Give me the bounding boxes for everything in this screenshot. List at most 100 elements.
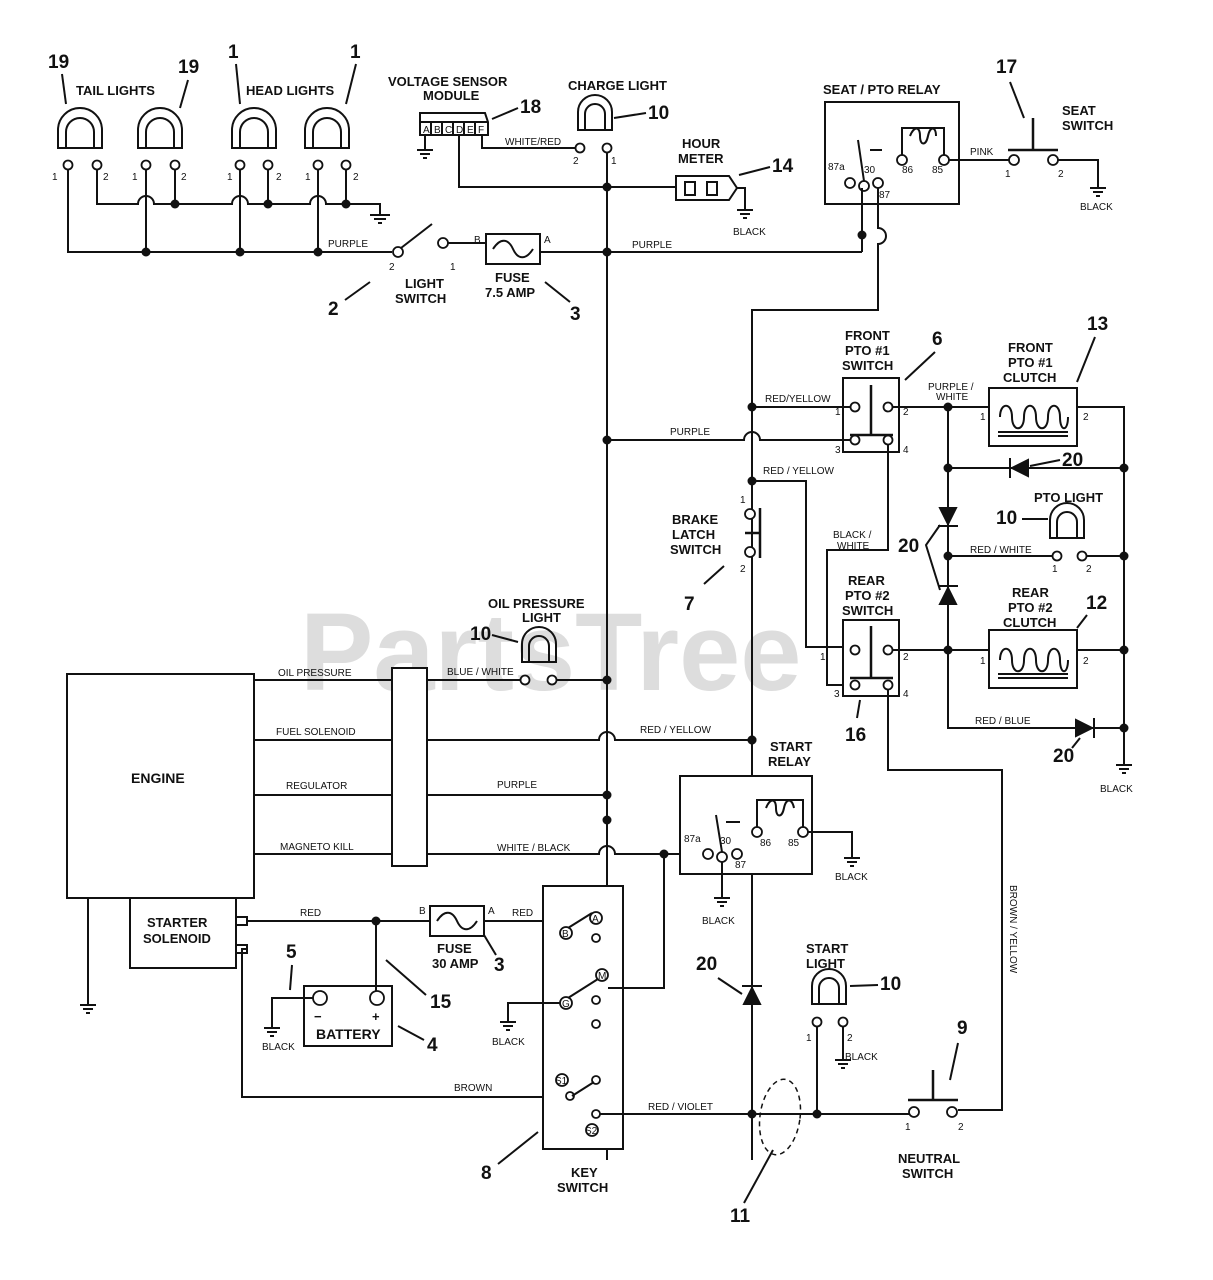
front-pto-clutch	[988, 387, 1078, 447]
fuse-term-a: A	[544, 235, 551, 246]
relay-pin: 87a	[828, 162, 845, 173]
fuse-7-5-amp	[485, 233, 541, 265]
tail-light-right	[137, 107, 183, 171]
term-num: 1	[227, 172, 233, 183]
callout-number: 19	[48, 52, 69, 73]
light-switch-label: SWITCH	[395, 291, 446, 306]
head-light-left	[231, 107, 277, 171]
tail-lights-label: TAIL LIGHTS	[76, 83, 155, 98]
relay-pin: 85	[932, 165, 944, 176]
fuse-term-b: B	[419, 906, 426, 917]
fuse-30-amp	[429, 905, 485, 937]
wire-label: BLACK /	[833, 530, 872, 541]
head-light-right	[304, 107, 352, 171]
starter-solenoid-label: SOLENOID	[143, 931, 211, 946]
callout-number: 9	[957, 1018, 968, 1039]
term-num: 1	[611, 156, 617, 167]
callout-number: 10	[470, 624, 491, 645]
relay-pin: 87	[879, 190, 891, 201]
fuse-label: 30 AMP	[432, 956, 479, 971]
rear-clutch-label: REAR	[1012, 585, 1049, 600]
pto-light	[1049, 502, 1088, 562]
term-num: 2	[903, 407, 909, 418]
fuse-label: FUSE	[495, 270, 530, 285]
term-num: 1	[980, 656, 986, 667]
term-num: 2	[1083, 412, 1089, 423]
vsm-pin: E	[467, 125, 474, 136]
term-num: 1	[1005, 169, 1011, 180]
relay-pin: 86	[902, 165, 914, 176]
oil-pressure-light	[519, 626, 558, 686]
term-num: 1	[132, 172, 138, 183]
callout-number: 2	[328, 299, 339, 320]
callout-number: 12	[1086, 593, 1107, 614]
key-terminal: A	[592, 914, 599, 925]
engine-lead-label: MAGNETO KILL	[280, 842, 354, 853]
hour-meter	[675, 175, 739, 201]
pto-light-label: PTO LIGHT	[1034, 490, 1103, 505]
term-num: 3	[834, 689, 840, 700]
wire-label: BLACK	[733, 227, 766, 238]
engine-lead-label: FUEL SOLENOID	[276, 727, 356, 738]
term-num: 1	[1052, 564, 1058, 575]
wire-label: BLACK	[845, 1052, 878, 1063]
neutral-switch-label: SWITCH	[902, 1166, 953, 1181]
neutral-switch-label: NEUTRAL	[898, 1151, 960, 1166]
wire-label: BLACK	[1100, 784, 1133, 795]
front-pto-switch	[842, 377, 900, 453]
term-num: 3	[835, 445, 841, 456]
wire-label: RED	[300, 908, 321, 919]
relay-pin: 87	[735, 860, 747, 871]
seat-switch	[1008, 118, 1059, 166]
vsm-pin: C	[445, 125, 452, 136]
wire-label: RED / YELLOW	[640, 725, 712, 736]
callout-number: 10	[996, 508, 1017, 529]
hour-meter-label: HOUR	[682, 136, 721, 151]
term-num: 1	[52, 172, 58, 183]
seat-switch-label: SWITCH	[1062, 118, 1113, 133]
callout-number: 20	[898, 536, 919, 557]
front-pto-switch-label: PTO #1	[845, 343, 890, 358]
term-num: 2	[353, 172, 359, 183]
engine	[66, 673, 255, 899]
term-num: 2	[847, 1033, 853, 1044]
vsm-pin: A	[423, 125, 430, 136]
callout-number: 1	[228, 42, 239, 63]
wire-label: PURPLE /	[928, 382, 974, 393]
callout-number: 3	[570, 304, 581, 325]
front-pto-switch-label: FRONT	[845, 328, 890, 343]
vsm-pin: F	[478, 125, 484, 136]
relay-pin: 85	[788, 838, 800, 849]
term-num: 2	[276, 172, 282, 183]
connector-block	[391, 667, 428, 867]
front-clutch-label: CLUTCH	[1003, 370, 1056, 385]
wire-label: BLACK	[1080, 202, 1113, 213]
wire-label: BLACK	[702, 916, 735, 927]
callout-number: 4	[427, 1035, 438, 1056]
wire-label: PURPLE	[632, 240, 672, 251]
engine-lead-label: REGULATOR	[286, 781, 347, 792]
key-terminal: G	[562, 999, 570, 1010]
callout-number: 10	[648, 103, 669, 124]
start-light-label: LIGHT	[806, 956, 845, 971]
wire-label: RED / BLUE	[975, 716, 1031, 727]
term-num: 2	[1058, 169, 1064, 180]
charge-light-label: CHARGE LIGHT	[568, 78, 667, 93]
term-num: 1	[806, 1033, 812, 1044]
term-num: 2	[903, 652, 909, 663]
key-terminal: S2	[585, 1126, 598, 1137]
term-num: 2	[103, 172, 109, 183]
tail-light-left	[57, 107, 103, 171]
key-terminal: M	[598, 971, 606, 982]
brake-latch-label: BRAKE	[672, 512, 719, 527]
rear-clutch-label: CLUTCH	[1003, 615, 1056, 630]
callout-number: 13	[1087, 314, 1108, 335]
vsm-label: VOLTAGE SENSOR	[388, 74, 508, 89]
wire-label: WHITE	[837, 541, 870, 552]
relay-pin: 30	[864, 165, 876, 176]
callout-number: 20	[1053, 746, 1074, 767]
wire-label: RED	[512, 908, 533, 919]
key-switch-label: SWITCH	[557, 1180, 608, 1195]
term-num: 1	[835, 407, 841, 418]
